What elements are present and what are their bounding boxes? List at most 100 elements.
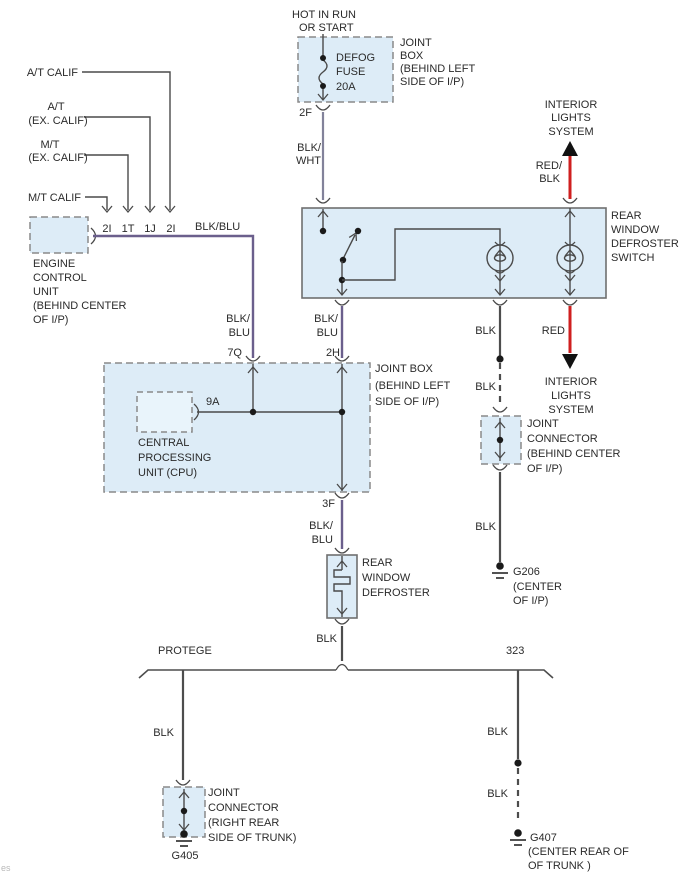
corner-artifact: es bbox=[1, 863, 11, 873]
connector-symbol bbox=[494, 241, 506, 246]
wire-blk-wht-label: BLK/ bbox=[297, 142, 322, 154]
ground-dot bbox=[514, 829, 522, 837]
defroster-switch-label: WINDOW bbox=[611, 224, 660, 236]
rear-defroster-label: DEFROSTER bbox=[362, 587, 430, 599]
ecu-output-wire bbox=[90, 227, 255, 358]
ecu-label: UNIT bbox=[33, 286, 59, 298]
interior-lights-top-label: SYSTEM bbox=[548, 126, 593, 138]
connector-symbol bbox=[334, 547, 350, 554]
fuse-internals bbox=[317, 55, 329, 102]
junction-dot bbox=[496, 436, 504, 444]
terminal-2f-label: 2F bbox=[299, 107, 312, 119]
ground-g405-label: G405 bbox=[172, 850, 199, 862]
arrow-down bbox=[494, 288, 506, 297]
ecu-label: ENGINE bbox=[33, 258, 75, 270]
power-source-label: OR START bbox=[299, 22, 354, 34]
ground-symbol bbox=[492, 572, 508, 579]
lamp-filament bbox=[563, 254, 577, 262]
defroster-branch bbox=[333, 500, 351, 661]
joint-box-mid-label: (BEHIND LEFT bbox=[375, 380, 450, 392]
cpu-label: UNIT (CPU) bbox=[138, 467, 197, 479]
ecu-wire-label: BLK/BLU bbox=[195, 221, 240, 233]
ecu-label: CONTROL bbox=[33, 272, 87, 284]
joint-box-top-label: (BEHIND LEFT bbox=[400, 63, 475, 75]
variant-at-calif-label: A/T CALIF bbox=[27, 67, 78, 79]
joint-box-internals bbox=[193, 364, 348, 492]
connector-symbol bbox=[562, 299, 578, 306]
joint-connector-ip-label: JOINT bbox=[527, 418, 559, 430]
junction-dot bbox=[320, 83, 326, 89]
variant-mt-calif-label: M/T CALIF bbox=[28, 192, 81, 204]
arrow-down bbox=[336, 607, 348, 616]
interior-lights-top-label: LIGHTS bbox=[551, 112, 591, 124]
arrow-down bbox=[144, 205, 156, 214]
fuse-label: DEFOG bbox=[336, 52, 375, 64]
joint-connector-ip-label: (BEHIND CENTER bbox=[527, 448, 621, 460]
rear-defroster-label: REAR bbox=[362, 557, 393, 569]
connector-arcs bbox=[175, 104, 578, 786]
trunk-right-branch bbox=[510, 759, 526, 846]
junction-dot bbox=[339, 256, 347, 264]
junction-dot bbox=[496, 355, 504, 363]
ecu-terminal-label: 2I bbox=[166, 223, 175, 235]
arrow-up bbox=[494, 420, 506, 429]
connector-symbol bbox=[492, 299, 508, 306]
fuse-label: 20A bbox=[336, 81, 356, 93]
joint-box-top-label: JOINT bbox=[400, 37, 432, 49]
switch-internals bbox=[317, 208, 584, 297]
connector-symbol bbox=[193, 403, 200, 421]
arrow-down bbox=[564, 288, 576, 297]
joint-connector-trunk-label: (RIGHT REAR bbox=[208, 817, 279, 829]
power-source-label: HOT IN RUN bbox=[292, 9, 356, 21]
arrow-up bbox=[317, 209, 329, 218]
arrow-down-solid bbox=[562, 354, 578, 369]
connector-symbol bbox=[334, 299, 350, 306]
defroster-switch-label: REAR bbox=[611, 210, 642, 222]
wire-blk-label: BLK bbox=[475, 521, 496, 533]
wire-segment bbox=[85, 196, 108, 210]
arrow-up bbox=[494, 248, 506, 257]
variant-feed-lines bbox=[82, 71, 176, 214]
wire-segment bbox=[84, 154, 129, 210]
connector-symbol bbox=[334, 355, 350, 362]
labels: HOT IN RUN OR START DEFOG FUSE 20A JOINT… bbox=[1, 9, 679, 873]
arrow-down bbox=[564, 274, 576, 283]
arrow-up bbox=[247, 365, 259, 374]
wire-7q-label: BLU bbox=[229, 327, 250, 339]
joint-box-top-label: SIDE OF I/P) bbox=[400, 76, 464, 88]
connector-symbol bbox=[492, 464, 508, 471]
interior-lights-mid-label: INTERIOR bbox=[545, 376, 598, 388]
engine-control-unit-box bbox=[29, 216, 89, 254]
arrow-down bbox=[494, 451, 506, 460]
variant-at-ex-label: A/T bbox=[47, 101, 64, 113]
junction-dot bbox=[319, 227, 327, 235]
wire-blk-label: BLK bbox=[487, 726, 508, 738]
wire-3f-label: BLU bbox=[312, 534, 333, 546]
ground-g407-label: (CENTER REAR OF bbox=[528, 846, 629, 858]
arrow-down bbox=[317, 93, 329, 102]
connector-symbol bbox=[334, 492, 350, 499]
fuse-label: FUSE bbox=[336, 66, 365, 78]
ground-symbol bbox=[176, 840, 192, 847]
wire-blk-label: BLK bbox=[487, 788, 508, 800]
arrow-down bbox=[336, 288, 348, 297]
wire-red-blk-label: RED/ bbox=[536, 160, 563, 172]
split-brace bbox=[138, 663, 554, 780]
ground-dot bbox=[496, 562, 504, 570]
ground-g206-label: (CENTER bbox=[513, 581, 562, 593]
wire-segment bbox=[342, 228, 501, 281]
arrow-down bbox=[101, 205, 113, 214]
connector-symbol bbox=[335, 663, 349, 671]
variant-mt-ex-label: M/T bbox=[41, 139, 60, 151]
joint-connector-ip-label: OF I/P) bbox=[527, 463, 562, 475]
wire-blk-label: BLK bbox=[153, 727, 174, 739]
model-protege-label: PROTEGE bbox=[158, 645, 212, 657]
arrow-up bbox=[336, 365, 348, 374]
joint-box-mid-label: SIDE OF I/P) bbox=[375, 396, 439, 408]
wire-blk-blu-7q bbox=[93, 234, 255, 358]
joint-connector-trunk-label: SIDE OF TRUNK) bbox=[208, 832, 296, 844]
connector-symbol bbox=[245, 355, 261, 362]
terminal-7q-label: 7Q bbox=[227, 347, 242, 359]
